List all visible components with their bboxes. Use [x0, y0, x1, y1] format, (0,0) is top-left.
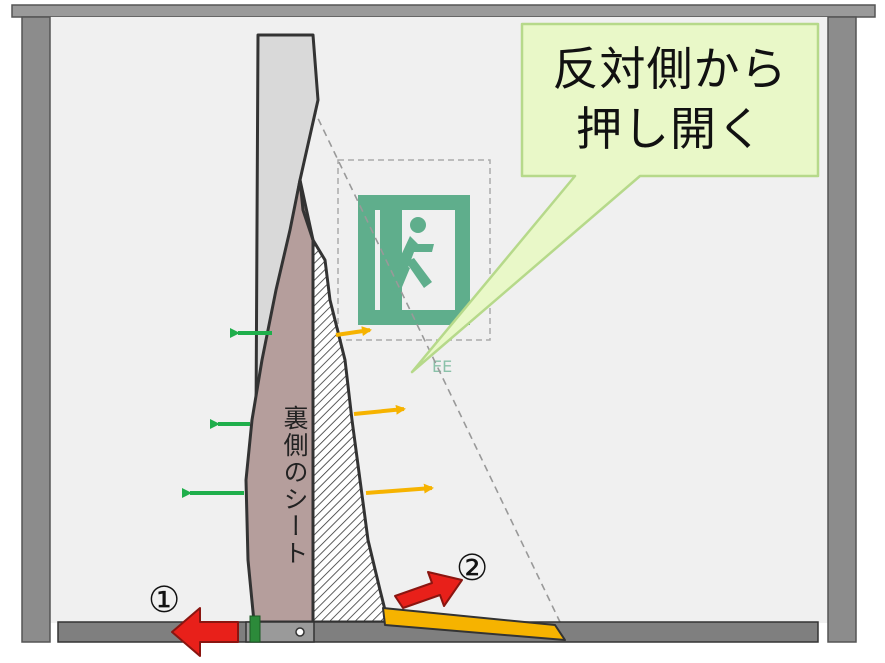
sheet-fold-edge	[298, 179, 315, 241]
callout-line-1: 反対側から	[552, 42, 788, 96]
sheet-foot-bar	[382, 607, 566, 641]
right-pillar	[827, 16, 857, 643]
sheet-label: 裏側のシート	[280, 405, 309, 567]
top-rail	[11, 4, 876, 18]
step-1-label: ①	[148, 580, 181, 621]
callout-text: 反対側から 押し開く	[524, 24, 816, 174]
rail-slider	[245, 621, 315, 643]
sheet-back	[244, 178, 315, 624]
emergency-exit-icon: ЕE	[337, 159, 491, 376]
latch-handle	[249, 615, 261, 643]
step-2-label: ②	[456, 548, 489, 589]
red-arrow-icon	[171, 607, 239, 657]
callout-line-2: 押し開く	[576, 102, 764, 156]
red-arrow-icon	[394, 571, 463, 609]
left-pillar	[21, 16, 51, 643]
orange-arrow-icon	[335, 326, 434, 495]
svg-text:ЕE: ЕE	[432, 357, 452, 376]
rail-pin	[295, 627, 305, 637]
green-arrow-icon	[182, 328, 272, 498]
callout-bubble	[410, 22, 820, 374]
